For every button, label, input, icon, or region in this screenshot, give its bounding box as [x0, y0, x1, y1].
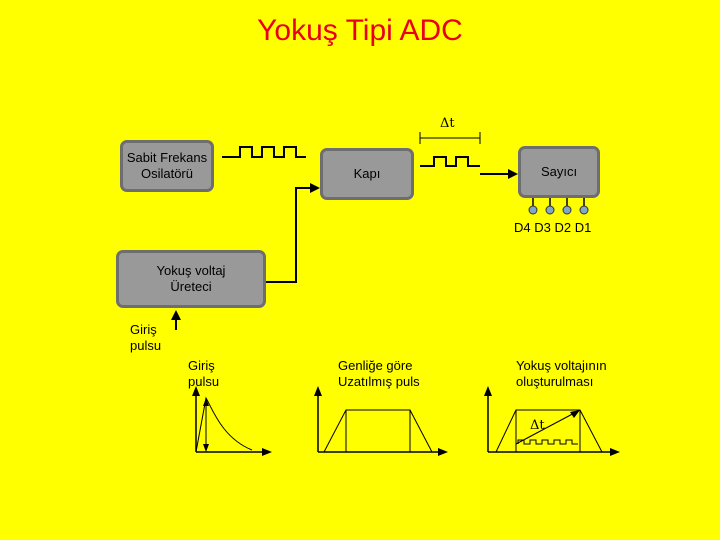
input-pulse-waveform [192, 386, 272, 456]
counter-label: Sayıcı [540, 163, 578, 179]
oscillator-label: Sabit Frekans Osilatörü [126, 149, 208, 181]
page-title: Yokuş Tipi ADC [257, 14, 463, 47]
waveform-ramp-delta-t-label: Δt [530, 418, 545, 433]
delta-t-label: Δt [440, 116, 455, 131]
oscillator-clock-signal [222, 146, 306, 158]
gate-label: Kapı [353, 165, 381, 181]
counter-block: Sayıcı [518, 146, 600, 198]
stretched-pulse-waveform [314, 386, 448, 456]
counter-output-taps [528, 196, 589, 215]
ramp-voltage-waveform [484, 386, 620, 456]
ramp-generator-block: Yokuş voltaj Üreteci [116, 250, 266, 308]
ramp-generator-label: Yokuş voltaj Üreteci [156, 262, 226, 294]
waveform-input-pulse-label: Giriş pulsu [188, 358, 220, 390]
ramp-to-gate-wire [266, 187, 314, 283]
gate-output-signal [420, 156, 480, 167]
input-pulse-label: Giriş pulsu [130, 322, 162, 354]
gate-block: Kapı [320, 148, 414, 200]
waveform-stretched-pulse-label: Genliğe göre Uzatılmış puls [338, 358, 420, 390]
counter-outputs-label: D4 D3 D2 D1 [514, 220, 592, 235]
oscillator-block: Sabit Frekans Osilatörü [120, 140, 214, 192]
waveform-ramp-voltage-label: Yokuş voltajının oluşturulması [516, 358, 607, 390]
